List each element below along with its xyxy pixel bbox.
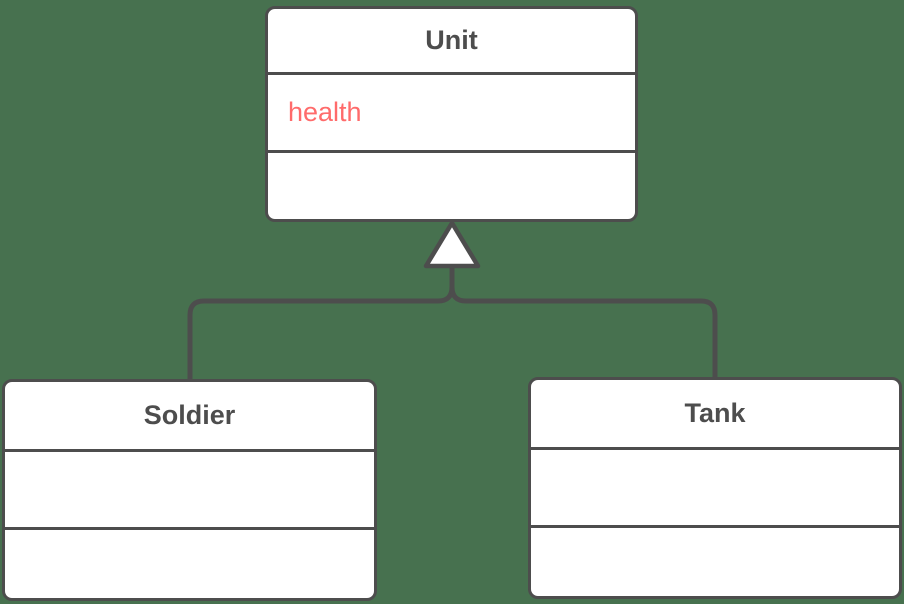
class-methods — [5, 527, 374, 598]
class-node-tank[interactable]: Tank — [528, 377, 902, 599]
class-attributes: health — [268, 72, 635, 150]
class-title: Unit — [425, 25, 478, 55]
class-attributes — [5, 449, 374, 527]
class-methods — [268, 150, 635, 219]
inheritance-edge-soldier-to-unit[interactable] — [187, 262, 455, 382]
class-node-unit[interactable]: Unit health — [265, 6, 638, 222]
class-title: Tank — [684, 398, 746, 428]
class-title: Soldier — [143, 400, 236, 430]
class-attributes — [531, 447, 899, 525]
class-methods — [531, 525, 899, 596]
class-node-soldier[interactable]: Soldier — [2, 379, 377, 601]
inheritance-edge-tank-to-unit[interactable] — [449, 262, 718, 380]
inheritance-triangle-icon — [423, 220, 481, 269]
